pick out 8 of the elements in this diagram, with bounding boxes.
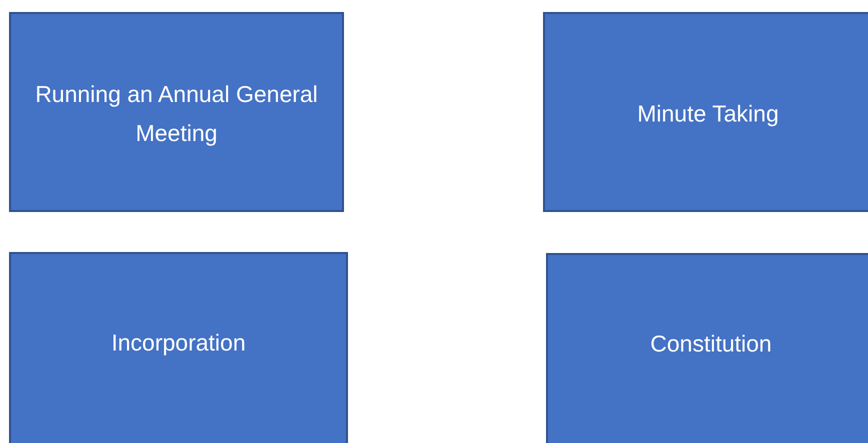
box-label: Constitution	[649, 330, 773, 358]
box-label: Incorporation	[110, 328, 247, 358]
box-label: Running an Annual General Meeting	[34, 80, 319, 148]
process-box	[9, 252, 348, 443]
process-box	[546, 253, 868, 443]
process-box	[543, 12, 868, 212]
box-label: Minute Taking	[636, 100, 780, 128]
process-box	[9, 12, 344, 212]
